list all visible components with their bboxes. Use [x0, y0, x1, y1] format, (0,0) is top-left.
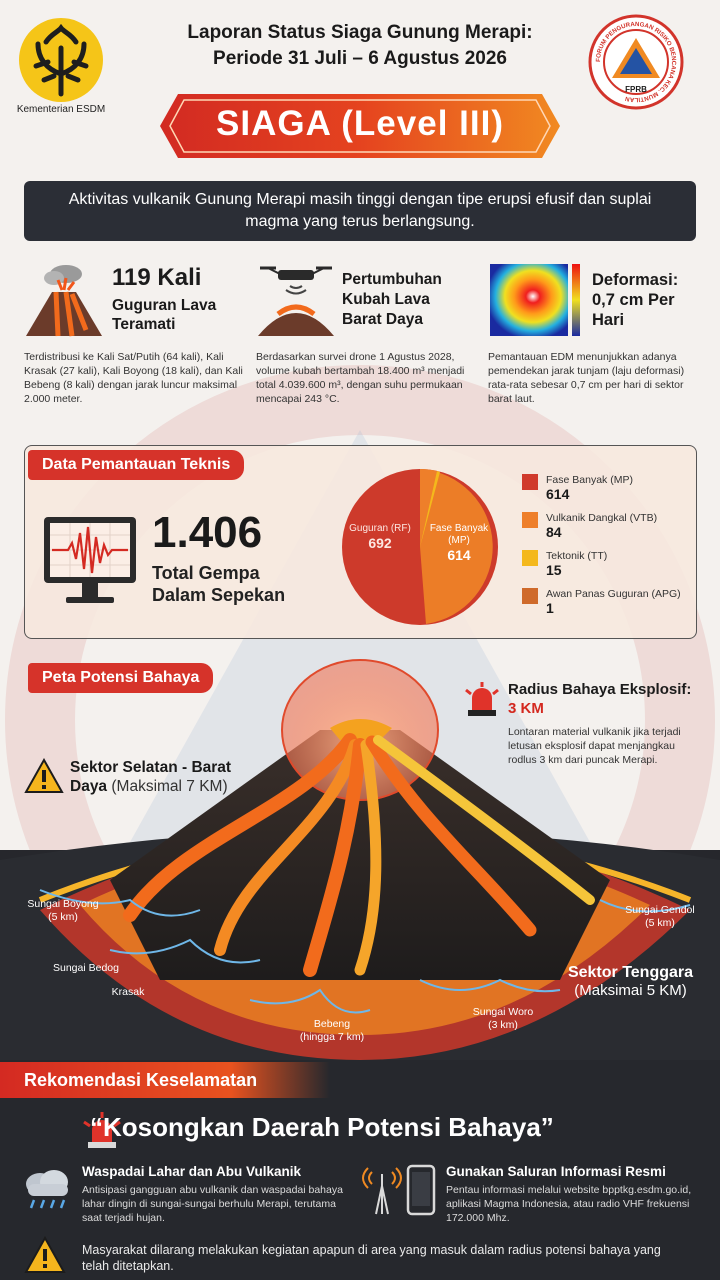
legend-name: Vulkanik Dangkal (VTB) [546, 512, 658, 524]
river-label-gendol: Sungai Gendol(5 km) [612, 904, 708, 930]
stat-1-title: Guguran Lava Teramati [112, 297, 217, 333]
total-quakes-label: Total Gempa Dalam Sepekan [152, 563, 286, 605]
pie-slice-fase-banyak [420, 469, 493, 624]
recommendation-tab: Rekomendasi Keselamatan [0, 1062, 330, 1098]
pie-label-guguran: Guguran (RF) 692 [345, 523, 415, 551]
rec-item-3-desc: Masyarakat dilarang melakukan kegiatan a… [82, 1243, 661, 1273]
pie-legend: Fase Banyak (MP)614 Vulkanik Dangkal (VT… [522, 474, 690, 616]
pie-label-guguran-name: Guguran (RF) [349, 523, 411, 534]
stat-3-desc: Pemantauan EDM menunjukkan adanya pemend… [488, 351, 685, 405]
river-name: Bebeng [313, 1018, 351, 1030]
sw-sector-sub: (Maksimal 7 KM) [111, 778, 228, 795]
radio-phone-icon [362, 1164, 436, 1216]
stat-1-header: 119 Kali Guguran Lava Teramati [112, 264, 242, 334]
river-dist: (3 km) [488, 1019, 518, 1031]
legend-value: 84 [546, 524, 562, 540]
pie-slice-vtb [420, 469, 437, 547]
rec-item-2-desc: Pentau informasi melalui website bpptkg.… [446, 1184, 692, 1224]
seismograph-monitor-icon [44, 517, 136, 603]
river-dist: (5 km) [48, 911, 78, 923]
esdm-logo-icon [19, 18, 103, 102]
hazard-map-tab: Peta Potensi Bahaya [28, 663, 214, 693]
se-sector-label: Sektor Tenggara (Maksimai 5 KM) [548, 964, 713, 999]
radius-title: Radius Bahaya Eksplosif: 3 KM [508, 680, 698, 718]
legend-value: 15 [546, 562, 562, 578]
legend-swatch [522, 474, 538, 490]
rec-item-1-title: Waspadai Lahar dan Abu Vulkanik [82, 1164, 302, 1179]
sw-sector-title: Sektor Selatan - Barat Daya [70, 759, 232, 795]
legend-swatch [522, 512, 538, 528]
legend-name: Fase Banyak (MP) [546, 474, 633, 486]
earthquake-pie-chart [342, 469, 498, 625]
stat-1-value: 119 Kali [112, 264, 202, 291]
alarm-siren-icon [83, 1112, 121, 1148]
summary-text: Aktivitas vulkanik Gunung Merapi masih t… [68, 191, 652, 230]
hazard-map [0, 659, 720, 1060]
rec-item-1-desc: Antisipasi gangguan abu vulkanik dan was… [82, 1184, 343, 1224]
drone-volcano-icon [258, 266, 334, 336]
radius-desc: Lontaran material vulkanik jika terjadi … [508, 726, 681, 766]
rec-item-2-title: Gunakan Saluran Informasi Resmi [446, 1164, 666, 1179]
pie-label-fase-banyak-value: 614 [447, 547, 471, 563]
se-sector-title: Sektor Tenggara [567, 964, 694, 981]
stat-2-desc: Berdasarkan survei drone 1 Agustus 2028,… [256, 351, 465, 405]
legend-item: Vulkanik Dangkal (VTB)84 [522, 512, 690, 540]
legend-value: 614 [546, 486, 570, 502]
river-label-krasak: Krasak [100, 986, 156, 999]
page-title: Laporan Status Siaga Gunung Merapi: Peri… [130, 20, 590, 72]
pie-label-guguran-value: 692 [368, 535, 392, 551]
sw-sector-label: Sektor Selatan - Barat Daya (Maksimal 7 … [70, 758, 260, 796]
recommendation-quote: “Kosongkan Daerah Potensi Bahaya” [90, 1112, 554, 1142]
legend-swatch [522, 550, 538, 566]
legend-value: 1 [546, 600, 554, 616]
erupting-volcano-icon [26, 265, 102, 337]
fprb-logo-icon: FPRB FORUM PENGURANGAN RISIKO BENCANA KE… [588, 14, 684, 110]
legend-swatch [522, 588, 538, 604]
status-banner-shape [160, 94, 560, 158]
river-name: Sungai Bedog [53, 962, 119, 974]
river-dist: (hingga 7 km) [299, 1031, 365, 1043]
total-quakes-value: 1.406 [152, 508, 263, 557]
radius-value: 3 KM [508, 700, 544, 717]
rain-cloud-icon [26, 1170, 68, 1209]
radius-title-text: Radius Bahaya Eksplosif: [508, 681, 692, 698]
title-line-2: Periode 31 Juli – 6 Agustus 2026 [213, 48, 507, 69]
rec-item-1: Waspadai Lahar dan Abu Vulkanik Antisipa… [82, 1164, 352, 1225]
pie-label-fase-banyak-name: Fase Banyak (MP) [429, 523, 489, 546]
river-name: Krasak [111, 986, 145, 998]
pie-label-fase-banyak: Fase Banyak (MP) 614 [420, 523, 498, 563]
stat-1-desc: Terdistribusi ke Kali Sat/Putih (64 kali… [24, 351, 243, 405]
river-label-bedog: Sungai Bedog [44, 962, 128, 975]
river-label-woro: Sungai Woro(3 km) [458, 1006, 548, 1032]
legend-item: Tektonik (TT)15 [522, 550, 690, 578]
river-dist: (5 km) [645, 917, 675, 929]
summary-box: Aktivitas vulkanik Gunung Merapi masih t… [24, 181, 696, 241]
river-label-bebeng: Bebeng(hingga 7 km) [284, 1018, 380, 1044]
stat-3-title: Deformasi: 0,7 cm Per Hari [592, 271, 679, 329]
siren-icon [465, 682, 499, 716]
legend-name: Awan Panas Guguran (APG) [546, 588, 681, 600]
status-level: SIAGA (Level III) [216, 104, 504, 143]
esdm-logo-caption: Kementerian ESDM [16, 104, 106, 115]
fprb-logo-label: FPRB [625, 85, 647, 94]
warning-triangle-icon [24, 1236, 66, 1273]
stat-2-title: Pertumbuhan Kubah Lava Barat Daya [342, 271, 442, 328]
river-name: Sungai Gendol [625, 904, 695, 916]
legend-item: Fase Banyak (MP)614 [522, 474, 690, 502]
river-label-boyong: Sungai Boyong(5 km) [18, 898, 108, 924]
legend-item: Awan Panas Guguran (APG)1 [522, 588, 690, 616]
rec-item-2: Gunakan Saluran Informasi Resmi Pentau i… [446, 1164, 708, 1225]
se-sector-sub: (Maksimai 5 KM) [574, 982, 687, 999]
tech-data-tab: Data Pemantauan Teknis [28, 450, 245, 480]
title-line-1: Laporan Status Siaga Gunung Merapi: [187, 22, 533, 43]
river-name: Sungai Woro [472, 1006, 534, 1018]
pie-slice-tt [420, 471, 440, 547]
warning-icon [24, 758, 64, 793]
deformation-heatmap-icon [490, 264, 580, 336]
river-name: Sungai Boyong [27, 898, 99, 910]
legend-name: Tektonik (TT) [546, 550, 608, 562]
